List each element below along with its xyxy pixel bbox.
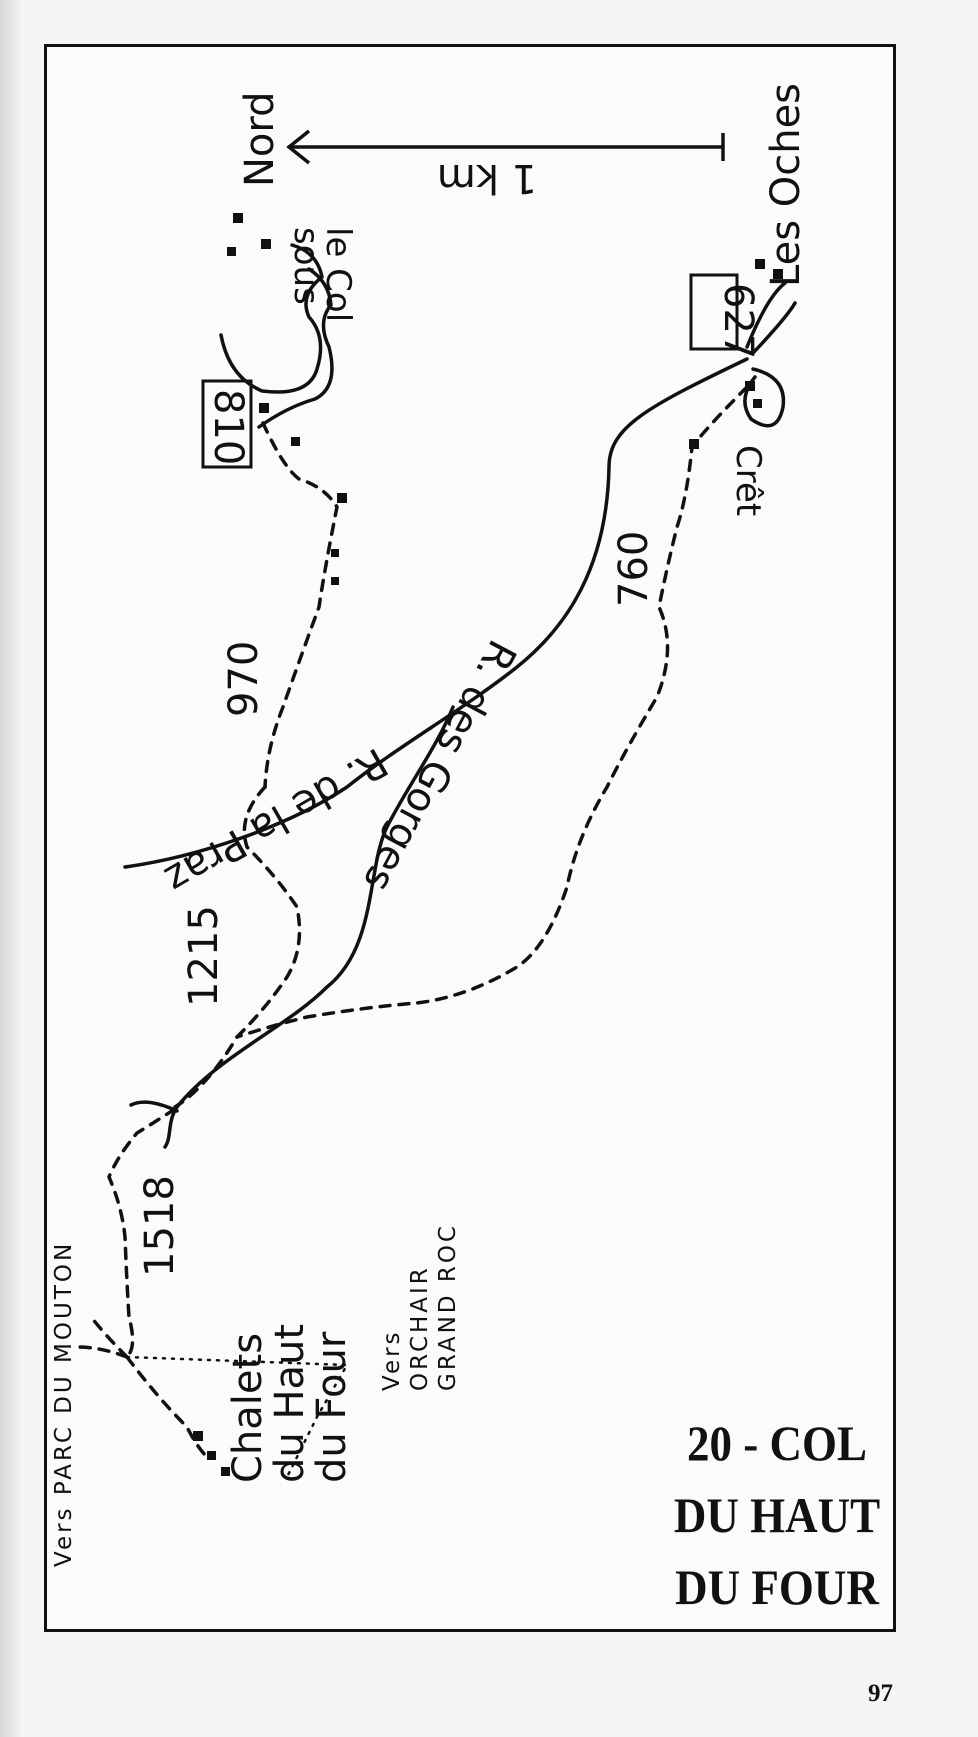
- trail-627-760-1215: [235, 385, 749, 1039]
- trail-parc-du-mouton: [75, 1315, 129, 1359]
- scale-bar: [286, 129, 725, 165]
- road-les-oches: [743, 281, 797, 428]
- map-frame: 1 km Nord Les Oches sous le Col: [44, 44, 896, 1632]
- hut-icon: [291, 437, 300, 446]
- hut-icon: [773, 269, 783, 279]
- direction-orchair-line1: Vers: [379, 1329, 405, 1391]
- place-chalets-line2: du Haut: [267, 1324, 313, 1483]
- trail-970-1215: [173, 785, 302, 1109]
- hut-icon: [221, 1467, 230, 1476]
- map-title: 20 - COL DU HAUT DU FOUR: [660, 1407, 894, 1623]
- altitude-box-627: 627: [689, 273, 761, 359]
- altitude-1518: 1518: [137, 1175, 183, 1277]
- hut-icon: [753, 399, 762, 408]
- north-label: Nord: [237, 91, 283, 187]
- place-le-col-label: le Col: [318, 227, 358, 322]
- hut-icon: [261, 239, 271, 249]
- trail-orchair: [125, 1355, 350, 1479]
- trail-map: 1 km Nord Les Oches sous le Col: [51, 83, 809, 1567]
- page-edge-shadow: [0, 0, 22, 1737]
- map-title-line: 20 - COL: [687, 1415, 867, 1471]
- scale-label: 1 km: [437, 155, 537, 201]
- place-sous-label: sous: [286, 227, 326, 305]
- svg-text:810: 810: [205, 389, 251, 465]
- hut-icon: [331, 577, 339, 585]
- direction-orchair-line3: GRAND ROC: [435, 1223, 461, 1391]
- trail-810-970: [261, 421, 339, 789]
- trail-1215-1518: [107, 1107, 177, 1359]
- place-chalets-line3: du Four: [309, 1331, 355, 1483]
- hut-icon: [331, 549, 339, 557]
- hut-icon: [193, 1431, 203, 1441]
- svg-text:627: 627: [715, 283, 761, 359]
- place-cret: Crêt: [728, 445, 768, 516]
- road-sous-le-col-outer: [219, 243, 324, 394]
- altitude-1215: 1215: [181, 905, 227, 1007]
- hut-icon: [755, 259, 765, 269]
- altitude-970: 970: [221, 641, 267, 717]
- direction-parc-du-mouton: Vers PARC DU MOUTON: [51, 1241, 77, 1567]
- map-title-line: DU FOUR: [675, 1559, 879, 1615]
- place-les-oches: Les Oches: [763, 83, 809, 287]
- trail-1518-chalets: [125, 1355, 209, 1459]
- page-number: 97: [868, 1680, 893, 1707]
- hut-icon: [227, 247, 236, 256]
- road-end-branch: [129, 1100, 179, 1113]
- hut-icon: [337, 493, 347, 503]
- road-sous-le-col-inner: [257, 267, 334, 429]
- hut-icon: [745, 381, 755, 391]
- hut-icon: [689, 439, 699, 449]
- place-chalets-line1: Chalets: [225, 1333, 271, 1483]
- altitude-box-810: 810: [201, 379, 253, 469]
- direction-orchair-line2: ORCHAIR: [407, 1265, 433, 1391]
- altitude-760: 760: [611, 531, 657, 607]
- hut-icon: [233, 213, 243, 223]
- road-des-gorges: [123, 357, 749, 869]
- map-title-line: DU HAUT: [673, 1487, 881, 1543]
- hut-icon: [259, 403, 269, 413]
- hut-icon: [207, 1451, 216, 1460]
